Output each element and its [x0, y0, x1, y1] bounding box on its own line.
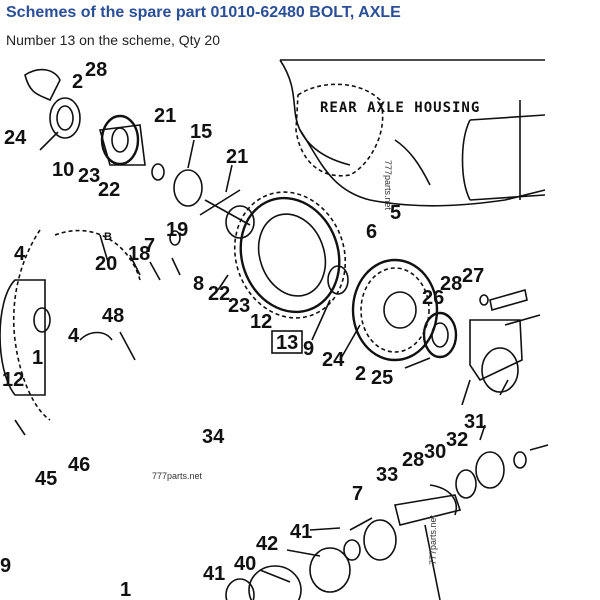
callout-23b: 23 [228, 295, 250, 317]
callout-25: 25 [371, 367, 393, 389]
callout-46: 46 [68, 454, 90, 476]
watermark-text: 777parts.net [152, 471, 203, 481]
callout-33: 33 [376, 464, 398, 486]
callout-24: 24 [4, 127, 27, 149]
callout-31: 31 [464, 411, 486, 433]
callout-15: 15 [190, 121, 212, 143]
callout-22b: 22 [208, 283, 230, 305]
hub-assembly [327, 258, 541, 393]
callout-7b: 7 [352, 483, 363, 505]
callout-30: 30 [424, 441, 446, 463]
differential-gears [24, 68, 255, 246]
part-subtitle: Number 13 on the scheme, Qty 20 [6, 32, 220, 48]
callout-45: 45 [35, 468, 57, 490]
callout-20: 20 [95, 253, 117, 275]
callout-21b: 21 [226, 146, 248, 168]
callout-1: 1 [32, 347, 43, 369]
callout-2: 2 [72, 71, 83, 93]
callout-32: 32 [446, 429, 468, 451]
rear-axle-housing [279, 59, 546, 207]
callout-9: 9 [303, 338, 314, 360]
left-housing [0, 229, 141, 436]
callout-41b: 41 [203, 563, 225, 585]
watermark-rotated: 777parts.net [383, 160, 393, 211]
callout-28: 28 [85, 59, 107, 81]
callout-1b: 1 [120, 579, 131, 600]
page-title: Schemes of the spare part 01010-62480 BO… [6, 4, 401, 21]
callout-13: 13 [276, 332, 298, 354]
callout-8: 8 [193, 273, 204, 295]
callout-48: 48 [102, 305, 124, 327]
axle-shaft [225, 444, 549, 600]
callout-6: 6 [366, 221, 377, 243]
callout-40: 40 [234, 553, 256, 575]
watermark-rotated-2: 777parts.net [428, 514, 438, 565]
callout-34: 34 [202, 426, 225, 448]
callout-23: 23 [78, 165, 100, 187]
callout-10: 10 [52, 159, 74, 181]
callout-7: 7 [144, 235, 155, 257]
callout-42: 42 [256, 533, 278, 555]
highlighted-part-box [271, 330, 303, 354]
parts-scheme-diagram: REAR AXLE HOUSING 28 2 24 21 15 10 23 22… [0, 59, 549, 600]
callout-9b: 9 [0, 555, 11, 577]
callout-numbers: 28 2 24 21 15 10 23 22 21 19 7 4 20 18 8… [0, 59, 486, 600]
callout-12b: 12 [2, 369, 24, 391]
callout-41: 41 [290, 521, 312, 543]
callout-12: 12 [250, 311, 272, 333]
callout-19: 19 [166, 219, 188, 241]
ring-gear [233, 191, 347, 319]
housing-label: REAR AXLE HOUSING [320, 100, 480, 116]
leader-lines [39, 131, 509, 583]
callout-27: 27 [462, 265, 484, 287]
callout-28b: 28 [440, 273, 462, 295]
label-b: B [104, 231, 112, 243]
callout-4: 4 [14, 243, 26, 265]
callout-5: 5 [390, 202, 401, 224]
callout-28c: 28 [402, 449, 424, 471]
callout-18: 18 [128, 243, 150, 265]
callout-2b: 2 [355, 363, 366, 385]
callout-26: 26 [422, 287, 444, 309]
callout-22: 22 [98, 179, 120, 201]
callout-21: 21 [154, 105, 176, 127]
callout-4b: 4 [68, 325, 80, 347]
callout-24b: 24 [322, 349, 345, 371]
